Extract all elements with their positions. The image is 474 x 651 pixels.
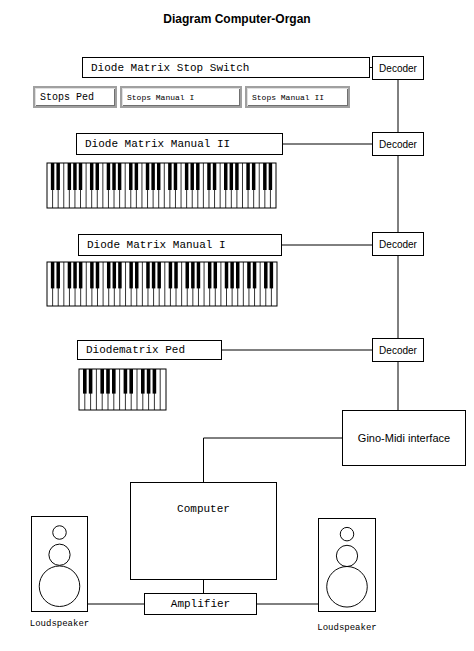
box-label: Diode Matrix Stop Switch [91,62,249,74]
connector-line [282,245,372,246]
diode-matrix-box: Diodematrix Ped [77,340,222,360]
computer-box: Computer [130,482,277,580]
connector-line [257,604,318,605]
speaker-label: Loudspeaker [317,623,376,633]
box-label: Decoder [379,139,417,150]
box-label: Stops Ped [40,92,94,103]
interface-box: Gino-Midi interface [342,410,466,466]
box-label: Diode Matrix Manual II [85,138,230,150]
decoder-box: Decoder [372,56,424,80]
box-label: Computer [177,503,230,515]
connector-line [398,362,399,410]
connector-line [283,144,372,145]
stops-box: Stops Manual I [120,86,242,108]
amplifier-box: Amplifier [144,593,257,615]
stops-box: Stops Manual II [245,86,350,108]
speaker-label: Loudspeaker [30,619,89,629]
connector-line [203,580,204,593]
speaker-cones [32,517,87,611]
decoder-box: Decoder [372,338,424,362]
box-label: Decoder [379,63,417,74]
box-label: Diodematrix Ped [86,344,185,356]
connector-line [398,80,399,132]
loudspeaker: Loudspeaker [318,518,376,612]
speaker-cones [319,519,375,611]
connector-line [222,350,372,351]
decoder-box: Decoder [372,132,424,156]
decoder-box: Decoder [372,232,424,256]
diode-matrix-box: Diode Matrix Manual I [78,234,282,256]
box-label: Stops Manual II [252,93,324,102]
connector-line [88,604,144,605]
diagram-title: Diagram Computer-Organ [0,12,474,26]
stops-box: Stops Ped [33,86,117,108]
keyboard [47,163,276,208]
box-label: Decoder [379,239,417,250]
keyboard [47,262,277,306]
connector-line [398,156,399,232]
keyboard [79,369,166,410]
connector-line [398,256,399,338]
box-label: Diode Matrix Manual I [87,239,226,251]
box-label: Decoder [379,345,417,356]
loudspeaker: Loudspeaker [31,516,88,612]
box-label: Amplifier [171,598,230,610]
diode-matrix-box: Diode Matrix Stop Switch [82,57,370,78]
box-label: Stops Manual I [127,93,194,102]
connector-line [204,438,343,482]
diode-matrix-box: Diode Matrix Manual II [76,133,283,155]
box-label: Gino-Midi interface [358,432,450,444]
